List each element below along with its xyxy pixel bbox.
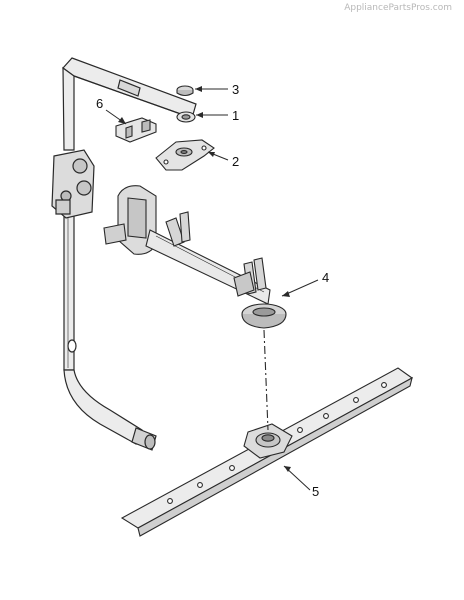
cap-part	[176, 85, 194, 97]
callout-5: 5	[312, 484, 319, 499]
mount-bracket-part	[155, 139, 215, 171]
callout-3: 3	[232, 82, 239, 97]
alignment-axis	[263, 329, 269, 431]
watermark-text: AppliancePartsPros.com	[344, 3, 452, 13]
callout-4: 4	[322, 270, 329, 285]
bearing-part	[176, 111, 196, 123]
callout-2: 2	[232, 154, 239, 169]
spray-manifold-part	[103, 185, 287, 329]
callout-6: 6	[96, 96, 103, 111]
callout-1: 1	[232, 108, 239, 123]
leader-arrowheads	[118, 86, 291, 472]
supply-tube	[51, 57, 197, 451]
lower-spray-arm-part	[120, 367, 414, 537]
